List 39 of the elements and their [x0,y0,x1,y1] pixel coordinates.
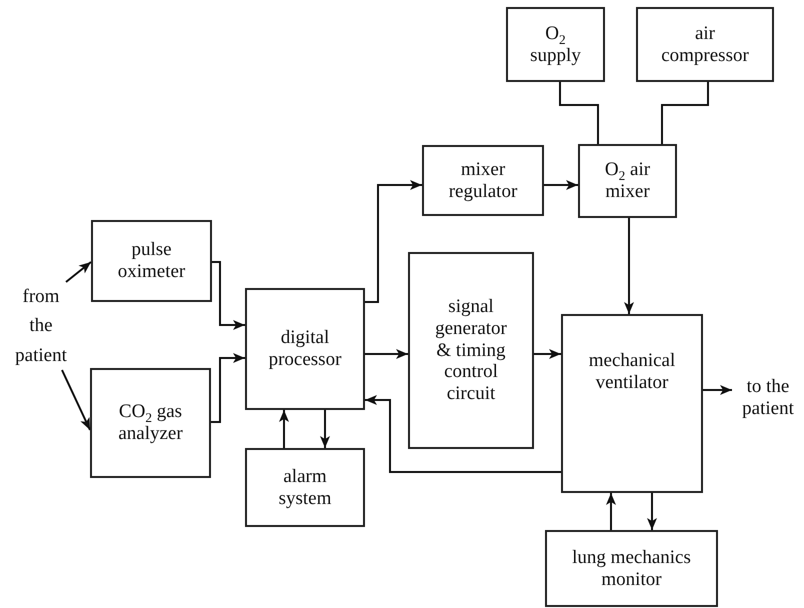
process-box [91,220,212,302]
process-box [422,145,544,216]
box-label: O$_{2}$ supply [529,22,582,66]
arrow [365,395,561,473]
arrow [606,493,616,530]
arrow [212,261,245,330]
box-label: air compressor [660,22,750,66]
box-label: mixer regulator [448,158,518,202]
arrow [624,218,634,314]
annotation-text: to the patient [741,376,795,420]
arrow [211,353,245,423]
process-box [636,7,774,82]
arrow [365,180,422,303]
arrow [65,261,92,283]
process-box [245,448,365,527]
process-box [578,144,677,218]
box-label: pulse oximeter [116,239,186,283]
box-label: lung mechanics monitor [571,546,692,590]
process-box [545,530,718,607]
arrow [279,410,289,448]
arrow [703,385,732,395]
box-label: signal generator & timing control circuit [435,296,507,406]
box-label: digital processor [268,327,342,371]
box-label: CO$_{2}$ gas analyzer [118,401,183,445]
arrow [320,410,330,448]
process-box [506,7,605,82]
arrow [534,349,561,359]
arrow [365,349,408,359]
process-box [408,252,534,449]
process-box [561,314,703,493]
process-box [90,368,211,478]
annotation-text: from the patient [15,285,67,368]
arrow [61,370,91,430]
arrow [544,180,578,190]
box-label: O$_{2}$ air mixer [604,159,652,203]
box-label: alarm system [278,466,332,510]
box-label: mechanical ventilator [588,350,676,394]
process-box [245,288,365,410]
arrow [647,493,657,530]
